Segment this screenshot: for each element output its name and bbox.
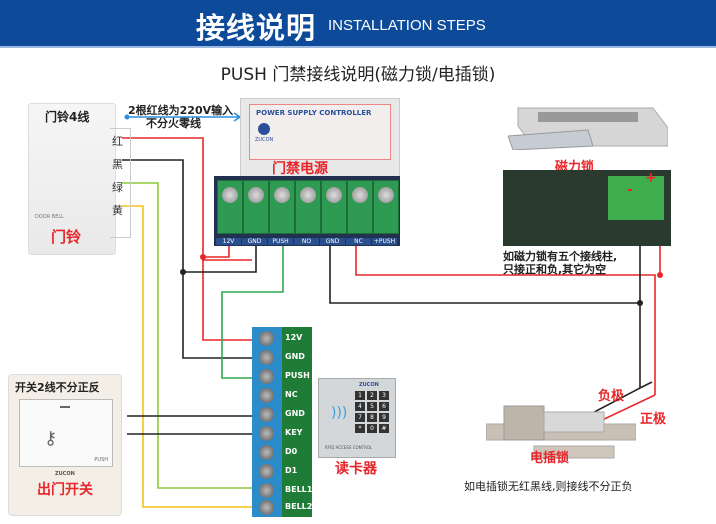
- psu-terminal-no: NO: [294, 238, 319, 245]
- doorbell-device: 门铃4线 DOOR BELL 门铃: [28, 103, 116, 255]
- doorbell-label: 门铃: [51, 228, 82, 246]
- ctrl-terminal-12v: 12V: [285, 333, 303, 342]
- ctrl-terminal-nc: NC: [285, 390, 298, 399]
- ctrl-terminal-push: PUSH: [285, 371, 310, 380]
- psu-terminal-gnd: GND: [242, 238, 267, 245]
- ctrl-terminal-bell2: BELL2: [285, 502, 313, 511]
- maglock-image: [508, 107, 668, 150]
- key-icon: ⚷: [44, 428, 58, 449]
- doorbell-header: 门铃4线: [45, 110, 90, 124]
- key-0: 0: [367, 424, 377, 433]
- junction-black: [180, 269, 186, 275]
- wire-label-green: 绿: [112, 181, 123, 194]
- psu-terminal-gnd2: GND: [320, 238, 345, 245]
- key-8: 8: [367, 413, 377, 422]
- strike-lock-image: [486, 405, 636, 459]
- wire-label-black: 黑: [112, 158, 123, 171]
- diagram-subtitle: PUSH 门禁接线说明(磁力锁/电插锁): [220, 65, 496, 85]
- reader-keypad: 1 2 3 4 5 6 7 8 9 * 0 #: [355, 391, 389, 433]
- wire-label-yellow: 黄: [112, 204, 123, 217]
- doorbell-wire-panel: [110, 128, 131, 238]
- strike-negative-label: 负极: [598, 389, 625, 404]
- reader-label: 读卡器: [335, 461, 377, 477]
- psu-logo-icon: [258, 123, 270, 135]
- controller-board: 12V GND PUSH NC GND KEY D0 D1 BELL1 BELL…: [282, 327, 312, 517]
- key-3: 3: [379, 391, 389, 400]
- ctrl-terminal-gnd: GND: [285, 352, 305, 361]
- reader-brand: ZUCON: [359, 382, 379, 388]
- key-star: *: [355, 424, 365, 433]
- maglock-plus: +: [645, 170, 657, 186]
- strike-lock-label: 电插锁: [530, 451, 570, 466]
- key-5: 5: [367, 402, 377, 411]
- wire-bell-green: [122, 182, 260, 489]
- maglock-terminal-photo: + -: [503, 170, 671, 246]
- psu-terminal-plus-push: +PUSH: [372, 238, 397, 245]
- junction-mag-red: [657, 272, 663, 278]
- controller-terminal-strip: [252, 327, 282, 517]
- ctrl-terminal-bell1: BELL1: [285, 485, 313, 494]
- ctrl-terminal-key: KEY: [285, 428, 303, 437]
- wire-label-red: 红: [112, 135, 123, 148]
- psu-terminal-nc: NC: [346, 238, 371, 245]
- rfid-icon: ))): [331, 405, 348, 421]
- exit-switch-brand: ZUCON: [55, 471, 75, 477]
- wire-bell-red: [122, 137, 252, 261]
- maglock-note: 如磁力锁有五个接线柱, 只接正和负,其它为空: [503, 250, 617, 276]
- power-note-line1: 2根红线为220V输入: [128, 104, 234, 117]
- wire-psu-push: [221, 244, 284, 379]
- banner-title-cn: 接线说明: [196, 11, 317, 45]
- exit-switch-button: ⚷ PUSH: [19, 399, 113, 467]
- psu-terminal-block: 12V GND PUSH NO GND NC +PUSH: [214, 176, 400, 246]
- key-6: 6: [379, 402, 389, 411]
- maglock-note-line2: 只接正和负,其它为空: [503, 263, 607, 276]
- strike-positive-label: 正极: [640, 412, 667, 427]
- maglock-note-line1: 如磁力锁有五个接线柱,: [503, 250, 618, 263]
- banner-title-en: INSTALLATION STEPS: [328, 17, 486, 34]
- key-7: 7: [355, 413, 365, 422]
- wire-psu-gnd2: [329, 244, 641, 388]
- exit-push-label: PUSH: [94, 457, 108, 463]
- key-2: 2: [367, 391, 377, 400]
- junction-mag-black: [637, 300, 643, 306]
- exit-switch-label: 出门开关: [37, 482, 93, 498]
- maglock-minus: -: [627, 182, 633, 198]
- maglock-terminal: [608, 176, 664, 220]
- strike-lock-note: 如电插锁无红黑线,则接线不分正负: [464, 480, 633, 493]
- key-1: 1: [355, 391, 365, 400]
- psu-nameplate: POWER SUPPLY CONTROLLER ZUCON: [249, 104, 391, 160]
- ctrl-terminal-d1: D1: [285, 466, 298, 475]
- key-4: 4: [355, 402, 365, 411]
- exit-switch-device: 开关2线不分正反 ⚷ PUSH ZUCON 出门开关: [8, 374, 122, 516]
- doorbell-brand: DOOR BELL: [35, 214, 64, 220]
- power-input-note: 2根红线为220V输入 不分火零线: [128, 104, 233, 130]
- doorbell-wire-labels: 红 黑 绿 黄: [112, 130, 123, 222]
- key-hash: #: [379, 424, 389, 433]
- header-banner: 接线说明 INSTALLATION STEPS: [0, 0, 716, 48]
- card-reader-device: ZUCON ))) 1 2 3 4 5 6 7 8 9 * 0 # RFID A…: [318, 378, 396, 458]
- ctrl-terminal-gnd2: GND: [285, 409, 305, 418]
- reader-footer: RFID ACCESS CONTROL: [325, 445, 373, 450]
- wire-psu-nc: [355, 244, 656, 395]
- psu-terminal-push: PUSH: [268, 238, 293, 245]
- psu-brand: ZUCON: [255, 137, 274, 143]
- wire-bell-yellow: [122, 205, 260, 508]
- psu-plate-title: POWER SUPPLY CONTROLLER: [256, 109, 372, 117]
- ctrl-terminal-d0: D0: [285, 447, 298, 456]
- power-note-line2: 不分火零线: [146, 117, 201, 130]
- psu-label: 门禁电源: [272, 161, 328, 177]
- exit-switch-header: 开关2线不分正反: [15, 381, 100, 394]
- wire-psu-gnd: [183, 244, 257, 273]
- junction-red: [200, 254, 206, 260]
- psu-terminal-12v: 12V: [216, 238, 241, 245]
- key-9: 9: [379, 413, 389, 422]
